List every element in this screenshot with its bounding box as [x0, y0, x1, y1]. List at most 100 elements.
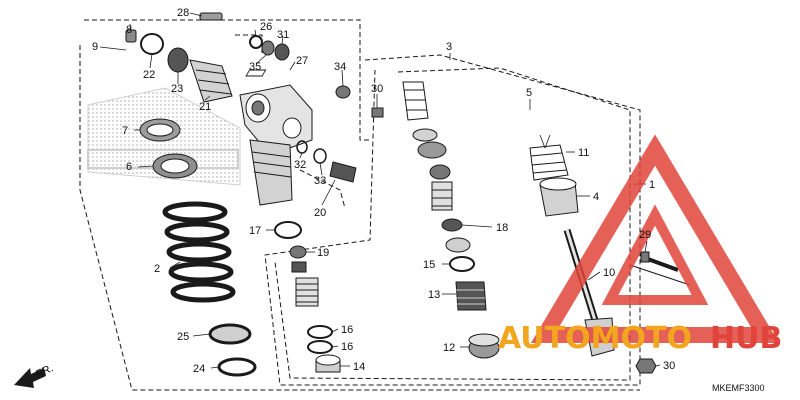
piston-shim-lines: [432, 189, 452, 207]
callout-13: 13: [428, 289, 440, 301]
part-25-spring-seat: [208, 323, 252, 345]
part-12-cap-top: [468, 333, 500, 347]
damper-cylinder-ribs: [251, 151, 292, 178]
guide-line-29: [629, 264, 691, 286]
part-23-boot-ring: [167, 47, 189, 73]
bump-rubber-ribs: [404, 89, 427, 111]
part-24-ring: [217, 357, 257, 377]
part-11-ribs: [530, 152, 568, 174]
seal-upper: [429, 164, 451, 180]
callout-9: 9: [92, 41, 98, 53]
callout-33: 33: [314, 175, 326, 187]
callout-23: 23: [171, 83, 183, 95]
bump-rubber: [402, 81, 429, 121]
callout-16-a: 16: [341, 324, 353, 336]
piston-shim: [431, 181, 453, 211]
part-2-spring: [162, 201, 236, 303]
part-33-oring: [313, 148, 327, 164]
callout-14: 14: [353, 361, 365, 373]
callout-24: 24: [193, 363, 205, 375]
diagram-code: MKEMF3300: [712, 383, 765, 393]
part-6-spring-seat-hole: [160, 158, 190, 174]
part-18-piston: [441, 218, 463, 232]
callout-5: 5: [526, 87, 532, 99]
upper-seat: [417, 141, 447, 159]
callout-labels: 28 26 31 35 27 34 30 3 5 9 8 22 23 21 7 …: [92, 7, 675, 375]
callout-22: 22: [143, 69, 155, 81]
callout-17: 17: [249, 225, 261, 237]
part-29-bolt: [644, 256, 679, 272]
outline-group-20: [299, 169, 346, 209]
callout-18: 18: [496, 222, 508, 234]
callout-4: 4: [593, 191, 599, 203]
outline-group-9-left: [79, 45, 640, 391]
callout-12: 12: [443, 342, 455, 354]
part-30-nut-lower: [635, 358, 657, 374]
callout-21: 21: [199, 101, 211, 113]
callout-15: 15: [423, 259, 435, 271]
outline-group-26: [235, 34, 263, 55]
part-26-washer: [249, 35, 263, 49]
part-20-adjuster: [329, 161, 357, 183]
part-15-ring: [449, 256, 475, 272]
callout-35: 35: [249, 61, 261, 73]
callout-31: 31: [277, 29, 289, 41]
part-31-bushing: [274, 43, 290, 61]
callout-25: 25: [177, 331, 189, 343]
watermark-text-hub: HUB: [710, 321, 782, 356]
callout-30-upper: 30: [371, 83, 383, 95]
part-21-boot-rings: [195, 69, 232, 95]
leader-lines: [99, 12, 661, 369]
callout-8: 8: [126, 24, 132, 36]
part-30-nut-upper: [371, 107, 384, 118]
callout-16-b: 16: [341, 341, 353, 353]
front-marker-text: FR.: [34, 362, 55, 380]
part-17-ring: [274, 221, 302, 239]
callout-30-lower: 30: [663, 360, 675, 372]
part-35-collar: [261, 40, 275, 56]
callout-32: 32: [294, 159, 306, 171]
part-group-3-stack: [402, 81, 500, 359]
part-28-bolt: [199, 12, 223, 21]
part-7-stopper-hole: [146, 123, 174, 137]
part-27-label: [245, 69, 267, 77]
front-marker: FR.: [14, 362, 55, 388]
front-arrow-icon: [14, 368, 46, 388]
shim-stack-lines: [296, 283, 318, 303]
watermark-triangle-outer: [530, 134, 780, 343]
group-outlines: [79, 19, 641, 391]
part-19-nut: [289, 245, 307, 259]
callout-26: 26: [260, 21, 272, 33]
part-group-top: [199, 12, 290, 77]
outline-top: [84, 19, 372, 141]
damper-eye-inner: [251, 100, 265, 116]
piston-washer: [445, 237, 471, 253]
part-19-nut-body: [291, 261, 307, 273]
damper-reservoir-port: [282, 117, 302, 139]
part-29-bolt-head: [640, 251, 650, 263]
callout-34: 34: [334, 61, 346, 73]
shim-stack: [295, 277, 319, 307]
callout-6: 6: [126, 161, 132, 173]
part-13-valve: [455, 281, 487, 311]
callout-27: 27: [296, 55, 308, 67]
callout-19: 19: [317, 247, 329, 259]
bump-stop-plate: [412, 128, 438, 142]
watermark-triangle-inner: [601, 204, 709, 305]
part-16-oring-a: [307, 325, 333, 339]
callout-3: 3: [446, 41, 452, 53]
spring-group: [162, 201, 302, 377]
outline-group-5: [274, 67, 631, 381]
part-22-oring: [140, 33, 164, 55]
part-14-collar-top: [315, 354, 341, 366]
part-21-dust-boot: [189, 59, 233, 103]
callout-1: 1: [649, 179, 655, 191]
callout-7: 7: [122, 125, 128, 137]
callout-29: 29: [639, 229, 651, 241]
callout-11: 11: [578, 147, 589, 159]
callout-28: 28: [177, 7, 189, 19]
damper-body: [239, 84, 384, 206]
part-4-cup-top: [539, 177, 577, 191]
